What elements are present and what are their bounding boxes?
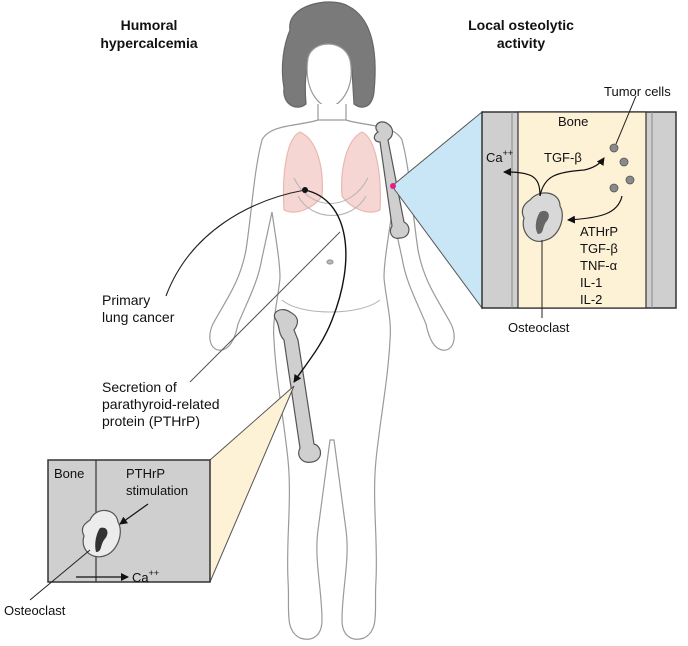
pthrp-stimulation-arrow (119, 503, 149, 525)
osteoclast-cell-left (81, 509, 121, 558)
heading-local-line1: Local osteolytic (468, 17, 574, 33)
humoral-bone-label: Bone (54, 466, 84, 481)
primary-lung-cancer-leader (165, 189, 306, 297)
metastasis-path (293, 189, 347, 383)
humoral-inset (47, 459, 211, 583)
factor-il2: IL-2 (580, 292, 602, 307)
heading-local-line2: activity (497, 35, 545, 51)
local-bone-label: Bone (558, 114, 588, 129)
heading-humoral-line1: Humoral (121, 17, 178, 33)
osteoclast-right-label: Osteoclast (508, 320, 570, 335)
factor-il1: IL-1 (580, 275, 602, 290)
humoral-ca-label: Ca++ (132, 568, 159, 585)
pthrp-label-line1: PTHrP (126, 466, 165, 481)
heading-humoral-line2: hypercalcemia (100, 35, 197, 51)
tumor-cells-label: Tumor cells (604, 84, 671, 99)
tgf-arrow (539, 157, 605, 197)
secretion-label-line1: Secretion of (102, 379, 177, 395)
pthrp-secretion-leader (189, 231, 341, 383)
osteoclast-left-label: Osteoclast (4, 603, 66, 618)
ca-release-arrow (503, 168, 541, 197)
femur-bone (273, 308, 322, 463)
humerus-bone (373, 121, 410, 239)
osteoclast-cell-right (521, 192, 563, 242)
local-ca-label: Ca++ (486, 148, 513, 165)
tumor-marker (390, 183, 396, 189)
torso (209, 119, 455, 640)
pthrp-label-line2: stimulation (126, 483, 188, 498)
local-osteolytic-inset (481, 111, 677, 309)
osteoclast-left-leader (29, 549, 91, 601)
tumor-cells (609, 143, 635, 193)
projection-to-humoral-inset (209, 385, 295, 583)
factor-athrp: ATHrP (580, 224, 618, 239)
factor-tnf: TNF-α (580, 258, 618, 273)
factor-tgf: TGF-β (580, 241, 618, 256)
secretion-label-line2: parathyroid-related (102, 396, 220, 412)
primary-label-line1: Primary (102, 292, 150, 308)
right-lung (341, 131, 381, 213)
face (306, 43, 352, 109)
local-tgf-label: TGF-β (544, 150, 582, 165)
primary-label-line2: lung cancer (102, 309, 175, 325)
secretion-label-line3: protein (PTHrP) (102, 413, 200, 429)
tumor-cells-leader (615, 95, 637, 145)
factors-arrow (567, 195, 623, 224)
